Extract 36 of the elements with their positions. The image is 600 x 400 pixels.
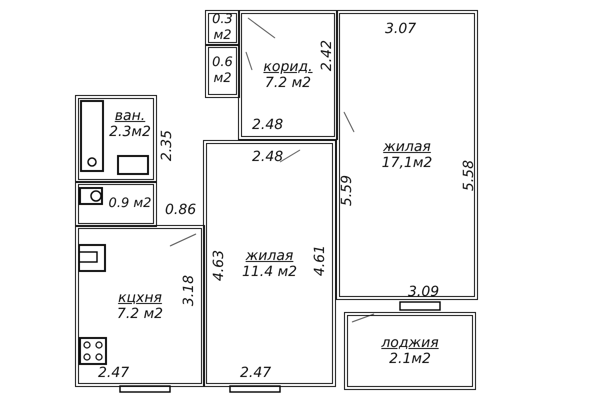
room <box>203 140 336 387</box>
room-name: лоджия <box>381 335 439 351</box>
dimension-label: 0.86 <box>165 203 196 218</box>
room-area: 7.2 м2 <box>116 306 164 322</box>
dimension-label: 5.58 <box>462 160 477 192</box>
dimension-label: 4.61 <box>313 245 328 276</box>
toilet-room <box>75 181 157 227</box>
room-area: 11.4 м2 <box>242 264 298 280</box>
room-area: 0.9 м2 <box>108 196 152 212</box>
dimension-label: 2.48 <box>252 150 284 165</box>
room-name: корид. <box>263 59 313 75</box>
dimension-label: 2.47 <box>240 366 272 381</box>
room-name: ван. <box>114 108 146 124</box>
dimension-label: 2.42 <box>320 40 335 72</box>
room-area: 2.1м2 <box>389 351 431 367</box>
room <box>238 10 338 140</box>
room <box>75 95 157 183</box>
dimension-label: 2.48 <box>252 118 284 133</box>
loggia-room <box>344 312 476 390</box>
room-name: жилая <box>383 139 431 155</box>
dimension-label: 3.07 <box>385 22 416 37</box>
room-name: кцхня <box>118 290 162 306</box>
room-area: 0.6 м2 <box>209 55 236 87</box>
room-area: 2.3м2 <box>109 124 151 140</box>
room-area: 17,1м2 <box>382 155 432 171</box>
dimension-label: 2.47 <box>98 366 130 381</box>
room-area: 7.2 м2 <box>264 75 312 91</box>
dimension-label: 5.59 <box>340 175 355 206</box>
room-name: жилая <box>246 248 294 264</box>
dimension-label: 2.35 <box>160 130 175 162</box>
dimension-label: 3.18 <box>182 275 197 306</box>
closet-room <box>205 44 240 98</box>
room <box>75 225 205 387</box>
room <box>336 10 478 300</box>
dimension-label: 4.63 <box>212 250 227 282</box>
dimension-label: 3.09 <box>408 285 440 300</box>
